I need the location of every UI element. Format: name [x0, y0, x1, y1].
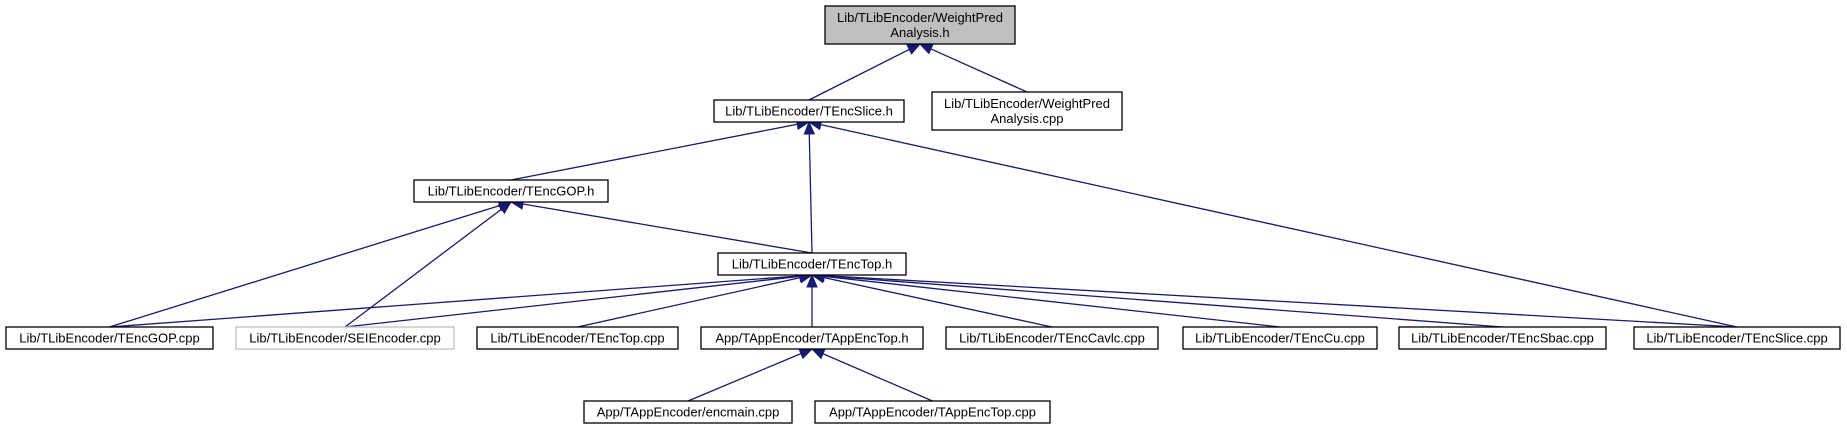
node-label: App/TAppEncoder/TAppEncTop.cpp	[829, 405, 1036, 420]
node-box	[713, 99, 905, 123]
node-label: Lib/TLibEncoder/TEncSlice.cpp	[1646, 331, 1827, 346]
edge-line	[823, 275, 1503, 328]
edge-encmain_cpp-to-appenctop_h	[687, 348, 814, 402]
node-label: Lib/TLibEncoder/TEncSbac.cpp	[1411, 331, 1594, 346]
node-label: App/TAppEncoder/TAppEncTop.h	[715, 331, 908, 346]
node-label: Lib/TLibEncoder/TEncSlice.h	[725, 104, 893, 119]
node-cu-cpp[interactable]: Lib/TLibEncoder/TEncCu.cpp	[1182, 326, 1378, 350]
edge-gop_cpp-to-gop_h	[109, 200, 513, 328]
edge-slice_cpp-to-slice_h	[807, 119, 1738, 328]
edge-line	[344, 275, 801, 328]
edge-line	[822, 353, 933, 402]
edge-top_h-to-slice_h	[803, 120, 816, 254]
node-label: Lib/TLibEncoder/SEIEncoder.cpp	[249, 331, 441, 346]
node-label: Lib/TLibEncoder/TEncCu.cpp	[1195, 331, 1365, 346]
edge-line	[109, 275, 801, 328]
edge-line	[510, 123, 798, 181]
node-box	[1398, 326, 1607, 350]
node-appenctop-cpp[interactable]: App/TAppEncoder/TAppEncTop.cpp	[814, 400, 1051, 424]
arrowhead-icon	[906, 43, 922, 55]
arrowhead-icon	[803, 120, 816, 135]
arrowhead-icon	[806, 273, 818, 288]
edge-line	[823, 275, 1281, 328]
node-label: Lib/TLibEncoder/TEncCavlc.cpp	[959, 331, 1145, 346]
edge-line	[344, 208, 502, 328]
edge-line	[577, 276, 801, 328]
node-top-cpp[interactable]: Lib/TLibEncoder/TEncTop.cpp	[476, 326, 679, 350]
graph-edges	[109, 43, 1738, 402]
node-label: Lib/TLibEncoder/TEncGOP.h	[428, 184, 595, 199]
node-slice-cpp[interactable]: Lib/TLibEncoder/TEncSlice.cpp	[1633, 326, 1841, 350]
node-box	[583, 400, 793, 424]
node-box	[413, 179, 609, 203]
node-label: Analysis.cpp	[991, 111, 1064, 126]
node-top-h[interactable]: Lib/TLibEncoder/TEncTop.h	[717, 252, 907, 276]
edge-line	[823, 276, 1053, 328]
edge-gop_h-to-slice_h	[510, 118, 811, 181]
edge-line	[109, 204, 500, 328]
node-box	[700, 326, 924, 350]
node-box	[931, 91, 1123, 131]
arrowhead-icon	[497, 201, 513, 215]
node-label: Lib/TLibEncoder/WeightPred	[944, 96, 1110, 111]
node-encmain-cpp[interactable]: App/TAppEncoder/encmain.cpp	[583, 400, 793, 424]
edge-line	[820, 123, 1738, 328]
edge-line	[808, 133, 813, 254]
edge-sbac_cpp-to-top_h	[810, 270, 1503, 328]
edge-appenctop_h-to-top_h	[806, 273, 818, 327]
node-slice-h[interactable]: Lib/TLibEncoder/TEncSlice.h	[713, 99, 905, 123]
arrowhead-icon	[810, 348, 826, 360]
edge-appenctop_cpp-to-appenctop_h	[810, 348, 933, 402]
graph-nodes: Lib/TLibEncoder/WeightPredAnalysis.hLib/…	[5, 5, 1841, 424]
node-box	[824, 5, 1016, 45]
arrowhead-icon	[798, 348, 814, 360]
node-box	[814, 400, 1051, 424]
node-box	[945, 326, 1159, 350]
edge-line	[930, 48, 1028, 93]
node-gop-cpp[interactable]: Lib/TLibEncoder/TEncGOP.cpp	[5, 326, 214, 350]
edge-line	[687, 353, 802, 402]
node-label: Lib/TLibEncoder/TEncTop.h	[732, 257, 892, 272]
node-box	[1182, 326, 1378, 350]
edge-line	[522, 203, 813, 254]
node-sbac-cpp[interactable]: Lib/TLibEncoder/TEncSbac.cpp	[1398, 326, 1607, 350]
edge-line	[823, 275, 1738, 328]
node-appenctop-h[interactable]: App/TAppEncoder/TAppEncTop.h	[700, 326, 924, 350]
edge-wpa_cpp-to-wpa_h	[918, 43, 1028, 93]
node-label: App/TAppEncoder/encmain.cpp	[597, 405, 780, 420]
edge-line	[808, 48, 910, 101]
node-label: Analysis.h	[890, 25, 949, 40]
node-label: Lib/TLibEncoder/WeightPred	[837, 10, 1003, 25]
arrowhead-icon	[918, 43, 934, 55]
node-box	[5, 326, 214, 350]
edge-top_h-to-gop_h	[509, 198, 813, 254]
node-box	[1633, 326, 1841, 350]
edge-slice_h-to-wpa_h	[808, 43, 922, 101]
node-label: Lib/TLibEncoder/TEncGOP.cpp	[19, 331, 199, 346]
edge-top_cpp-to-top_h	[577, 272, 814, 328]
node-box	[717, 252, 907, 276]
node-cavlc-cpp[interactable]: Lib/TLibEncoder/TEncCavlc.cpp	[945, 326, 1159, 350]
node-sei-cpp[interactable]: Lib/TLibEncoder/SEIEncoder.cpp	[235, 326, 455, 350]
edge-slice_cpp-to-top_h	[810, 269, 1738, 328]
node-gop-h[interactable]: Lib/TLibEncoder/TEncGOP.h	[413, 179, 609, 203]
node-box	[235, 326, 455, 350]
node-box	[476, 326, 679, 350]
node-label: Lib/TLibEncoder/TEncTop.cpp	[490, 331, 664, 346]
edge-cavlc_cpp-to-top_h	[810, 272, 1053, 328]
